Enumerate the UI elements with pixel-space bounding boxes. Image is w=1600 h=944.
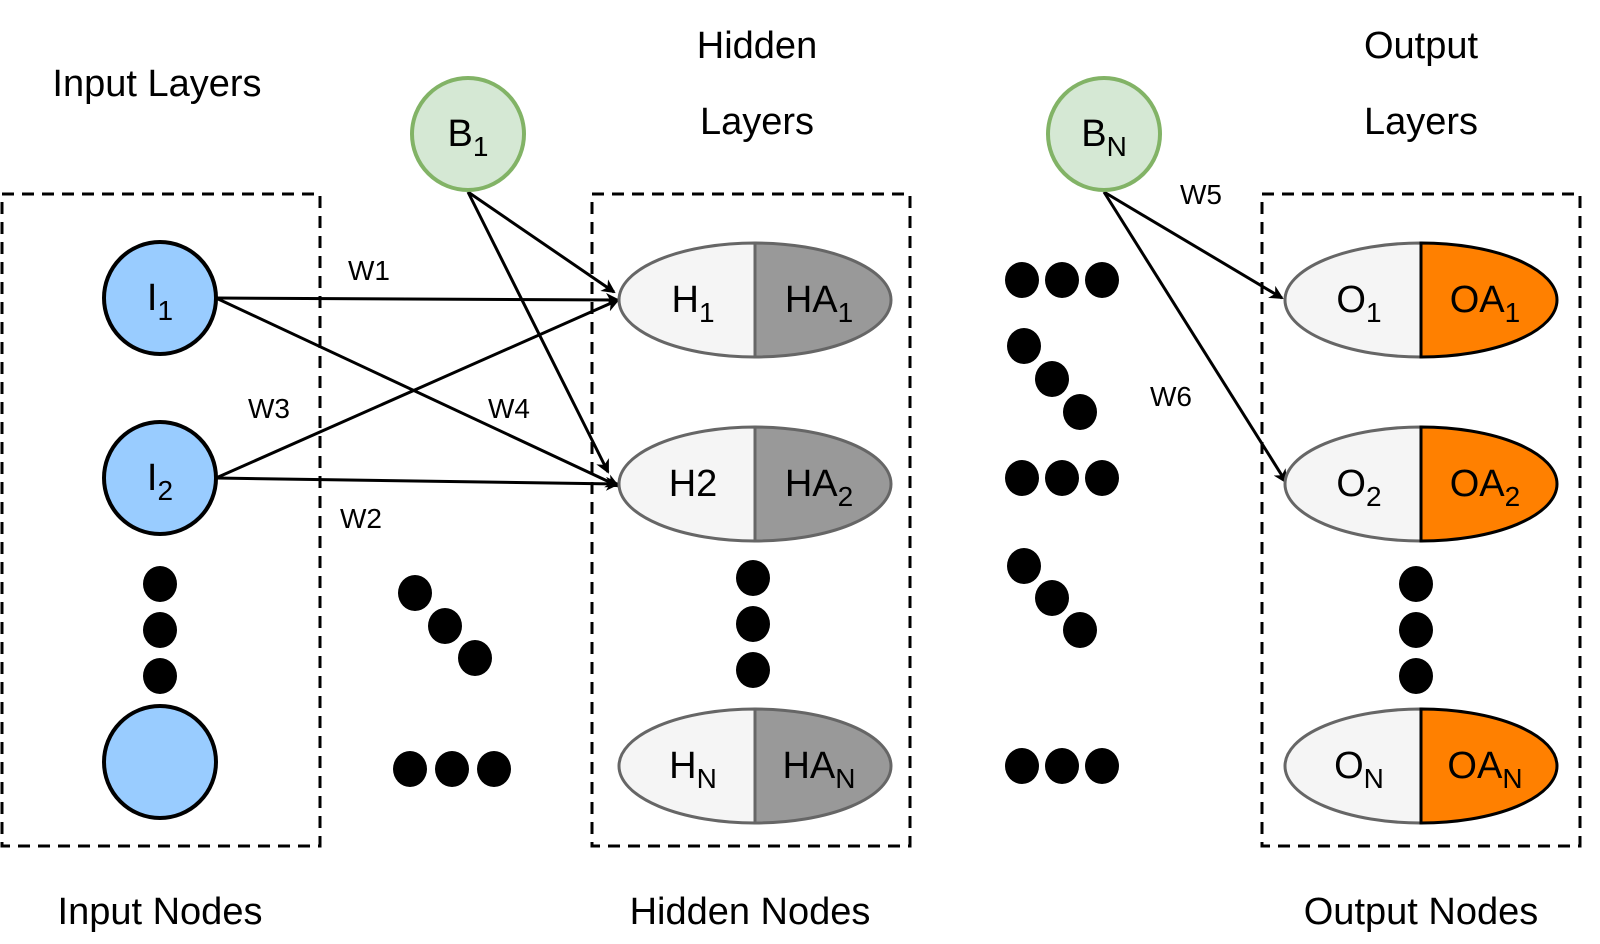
weight-label-w3: W3 (248, 393, 290, 424)
svg-text:B1: B1 (448, 113, 489, 162)
output-layer-box (1260, 192, 1582, 848)
weight-label-w1: W1 (348, 255, 390, 286)
weight-label-w2: W2 (340, 503, 382, 534)
hidden-node-2-left-half (617, 425, 757, 543)
output-layers-title-line1: Output (1364, 25, 1479, 67)
hidden-node-2-left-label: H2 (669, 463, 718, 505)
edge-b1-h2 (466, 191, 610, 474)
output-node-2-right-label: OA2 (1450, 463, 1520, 512)
output-node-n: ON OAN (1283, 707, 1559, 825)
output-node-n-left-label: ON (1334, 745, 1384, 794)
output-node-1-left-half (1283, 241, 1423, 359)
edge-i1-h1 (215, 292, 620, 307)
hidden-node-2-right-label: HA2 (785, 463, 853, 512)
weight-label-w5: W5 (1180, 179, 1222, 210)
output-node-2-right-half (1419, 425, 1559, 543)
output-node-n-right-label: OAN (1447, 745, 1522, 794)
output-node-2-left-half (1283, 425, 1423, 543)
hidden-node-1-right-half (753, 241, 893, 359)
edge-i2-h1 (215, 298, 620, 480)
hidden-node-n-right-label: HAN (782, 745, 855, 794)
input-node-2: I2 (102, 420, 218, 536)
hidden-node-1-left-half (617, 241, 757, 359)
bias-node-n: BN (1046, 76, 1162, 192)
edge-bn-o2 (1102, 191, 1288, 484)
output-layers-title-line2: Layers (1364, 101, 1478, 143)
svg-text:BN: BN (1081, 113, 1127, 162)
output-node-1: O1 OA1 (1283, 241, 1559, 359)
input-layers-title: Input Layers (52, 63, 261, 105)
output-vertical-ellipsis (1399, 566, 1433, 694)
input-nodes-label: Input Nodes (58, 891, 263, 933)
hidden-output-ellipsis-row1 (1005, 262, 1119, 298)
input-node-n (102, 704, 218, 820)
hidden-node-n-right-half (753, 707, 893, 825)
input-hidden-diagonal-ellipsis (398, 575, 492, 676)
output-node-2-left-label: O2 (1336, 463, 1381, 512)
hidden-output-diagonal-ellipsis-2 (1007, 548, 1097, 648)
svg-text:I2: I2 (147, 457, 173, 506)
output-node-1-right-half (1419, 241, 1559, 359)
hidden-node-2-right-half (753, 425, 893, 543)
hidden-output-ellipsis-row3 (1005, 748, 1119, 784)
hidden-vertical-ellipsis (736, 560, 770, 688)
hidden-output-ellipsis-row2 (1005, 460, 1119, 496)
hidden-node-1: H1 HA1 (617, 241, 893, 359)
hidden-node-n-left-label: HN (669, 745, 717, 794)
hidden-node-1-right-label: HA1 (785, 279, 853, 328)
input-node-1: I1 (102, 240, 218, 356)
output-node-1-right-label: OA1 (1450, 279, 1520, 328)
input-layer-box (0, 192, 322, 848)
weight-label-w4: W4 (488, 393, 530, 424)
hidden-output-diagonal-ellipsis-1 (1007, 328, 1097, 430)
weight-label-w6: W6 (1150, 381, 1192, 412)
output-node-1-left-label: O1 (1336, 279, 1381, 328)
output-node-n-right-half (1419, 707, 1559, 825)
output-node-n-left-half (1283, 707, 1423, 825)
hidden-node-1-left-label: H1 (671, 279, 714, 328)
input-hidden-horizontal-ellipsis (393, 751, 511, 787)
hidden-layers-title-line2: Layers (700, 101, 814, 143)
hidden-node-n: HN HAN (617, 707, 893, 825)
edge-bn-o1 (1103, 190, 1284, 300)
output-nodes-label: Output Nodes (1304, 891, 1538, 933)
hidden-node-n-left-half (617, 707, 757, 825)
hidden-layers-title-line1: Hidden (697, 25, 817, 67)
edge-i2-h2 (215, 476, 620, 491)
hidden-node-2: H2 HA2 (617, 425, 893, 543)
hidden-layer-box (590, 192, 912, 848)
edge-i1-h2 (215, 296, 620, 488)
hidden-nodes-label: Hidden Nodes (630, 891, 871, 933)
bias-node-1: B1 (410, 76, 526, 192)
svg-text:I1: I1 (147, 277, 173, 326)
edge-b1-h1 (467, 190, 616, 294)
input-vertical-ellipsis (143, 566, 177, 694)
output-node-2: O2 OA2 (1283, 425, 1559, 543)
